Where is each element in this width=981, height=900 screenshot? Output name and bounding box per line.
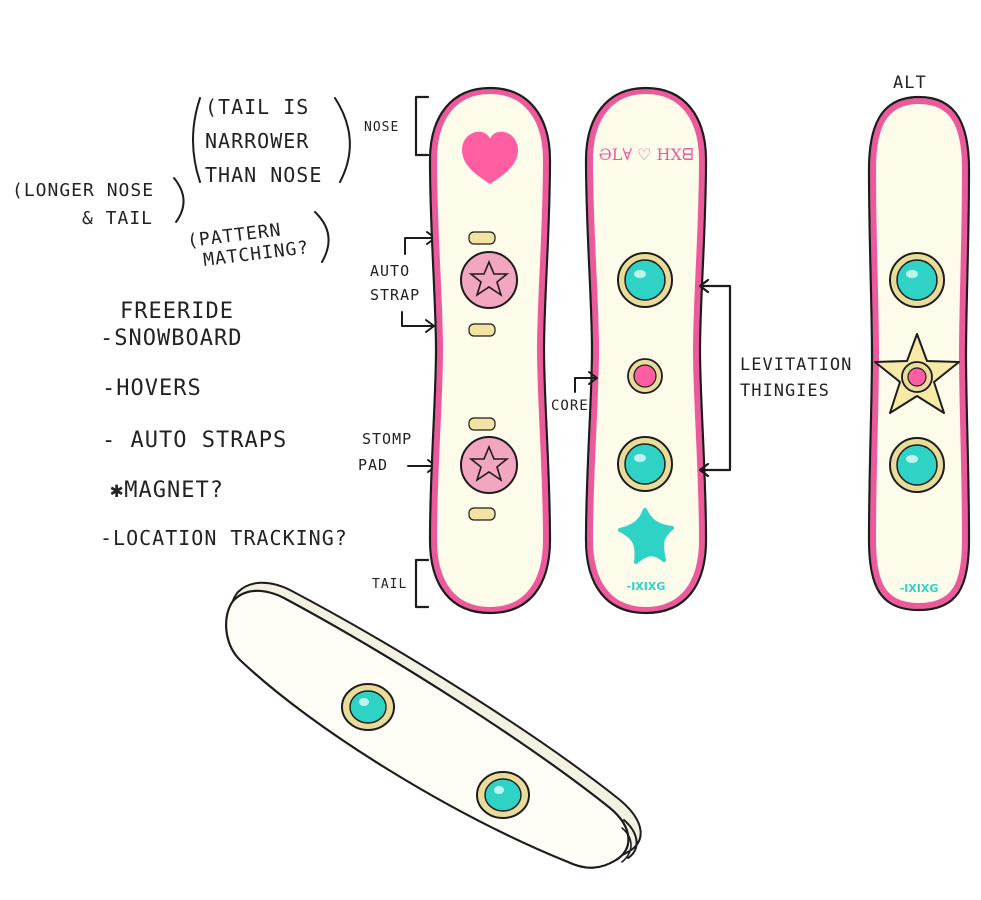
tail-narrower-note: (TAIL IS NARROWER THAN NOSE	[192, 95, 351, 187]
levitation-line-1: LEVITATION	[740, 355, 852, 375]
stomp-pad-icon	[468, 259, 510, 297]
longer-note-line-1: (LONGER NOSE	[12, 180, 154, 201]
feature-snowboard: -SNOWBOARD	[100, 326, 242, 351]
core-label-text: CORE	[551, 398, 589, 414]
levitation-line-2: THINGIES	[740, 381, 830, 401]
feature-title: FREERIDE	[120, 299, 234, 324]
core-orb-icon	[901, 361, 933, 393]
tail-note-line-2: NARROWER	[205, 129, 309, 153]
alt-label: ALT	[893, 73, 927, 93]
tail-label: TAIL	[372, 558, 430, 609]
board-alt-outline	[867, 95, 971, 612]
levitation-disc-icon	[476, 771, 530, 819]
core-orb-icon	[627, 358, 663, 394]
nose-label-text: NOSE	[364, 120, 399, 135]
auto-strap-line-1: AUTO	[370, 262, 410, 280]
board-front-view	[428, 86, 552, 615]
board-levitation-outline	[584, 86, 708, 615]
board-alt-view: -IXIXG	[867, 95, 971, 612]
tail-note-line-1: (TAIL IS	[205, 95, 309, 119]
levitation-label: LEVITATION THINGIES	[698, 278, 852, 478]
board-front-body	[430, 87, 550, 614]
pattern-matching-note: (PATTERN MATCHING?	[186, 211, 330, 271]
longer-note-line-2: & TAIL	[82, 208, 153, 229]
board-logo: -IXIXG	[900, 582, 939, 595]
tail-note-line-3: THAN NOSE	[205, 163, 322, 187]
strap-clip-3	[468, 417, 496, 431]
feature-auto-straps: - AUTO STRAPS	[102, 428, 287, 453]
nose-label: NOSE	[364, 95, 430, 157]
strap-clip-1	[468, 231, 496, 245]
longer-nose-note: (LONGER NOSE & TAIL	[12, 177, 185, 229]
levitation-disc-icon	[889, 437, 945, 493]
strap-clip-2	[468, 323, 496, 337]
board-logo: -IXIXG	[627, 580, 666, 593]
feature-list: FREERIDE -SNOWBOARD -HOVERS - AUTO STRAP…	[100, 299, 348, 550]
levitation-disc-icon	[341, 683, 395, 731]
stomp-pad-line-1: STOMP	[362, 430, 412, 448]
nose-script-text: ƏⅬ∀ ♡ ΗXᗺ	[599, 145, 694, 164]
board-levitation-view: ƏⅬ∀ ♡ ΗXᗺ -IXIXG	[584, 86, 708, 615]
feature-magnet: ✱MAGNET?	[110, 478, 224, 503]
stomp-pad-icon	[468, 444, 510, 482]
board-front-outline	[428, 86, 552, 615]
stomp-pad-label: STOMP PAD	[358, 430, 437, 474]
strap-clip-4	[468, 507, 496, 521]
board-perspective-view	[225, 581, 642, 869]
levitation-disc-icon	[617, 252, 673, 308]
stomp-pad-line-2: PAD	[358, 456, 388, 474]
tail-label-text: TAIL	[372, 577, 407, 592]
levitation-disc-icon	[889, 252, 945, 308]
stomp-pad-front	[460, 251, 518, 309]
levitation-disc-icon	[617, 436, 673, 492]
core-label: CORE	[551, 371, 598, 414]
auto-strap-line-2: STRAP	[370, 286, 420, 304]
board-levitation-body	[586, 87, 706, 614]
auto-strap-label: AUTO STRAP	[370, 231, 436, 333]
feature-hovers: -HOVERS	[102, 376, 202, 401]
feature-location-tracking: -LOCATION TRACKING?	[100, 526, 348, 550]
heart-icon	[462, 131, 518, 184]
star-icon	[618, 508, 674, 564]
board-perspective-deck	[225, 589, 630, 869]
stomp-pad-rear	[460, 436, 518, 494]
